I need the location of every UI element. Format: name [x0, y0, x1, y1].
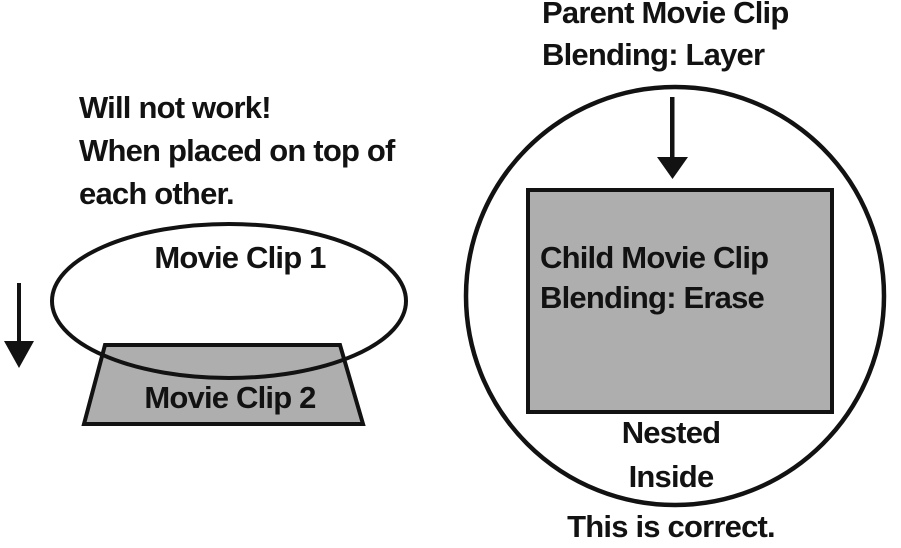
left-caption-line: When placed on top of — [79, 133, 395, 168]
arrow-down-icon — [657, 97, 688, 179]
parent-header: Parent Movie Clip Blending: Layer — [542, 0, 789, 76]
nested-label-line: Nested — [621, 415, 721, 450]
left-caption: Will not work! When placed on top of eac… — [79, 86, 395, 215]
movie-clip-2-label: Movie Clip 2 — [144, 380, 316, 415]
child-label: Child Movie Clip Blending: Erase — [540, 238, 769, 318]
correct-caption: This is correct. — [567, 509, 776, 544]
child-label-line: Child Movie Clip — [540, 240, 769, 275]
movie-clip-1-ellipse — [50, 222, 408, 380]
nested-label-line: Inside — [628, 459, 715, 494]
child-label-line: Blending: Erase — [540, 280, 765, 315]
left-caption-line: Will not work! — [79, 90, 272, 125]
movie-clip-1-label: Movie Clip 1 — [154, 240, 326, 275]
parent-movie-clip-circle — [463, 84, 887, 508]
parent-header-line: Blending: Layer — [542, 37, 765, 72]
movie-clip-2-trapezoid — [81, 343, 366, 426]
arrow-down-icon — [4, 283, 34, 368]
parent-header-line: Parent Movie Clip — [542, 0, 789, 30]
nested-label: Nested Inside — [521, 411, 821, 499]
left-caption-line: each other. — [79, 176, 235, 211]
child-movie-clip-rect — [526, 188, 834, 414]
